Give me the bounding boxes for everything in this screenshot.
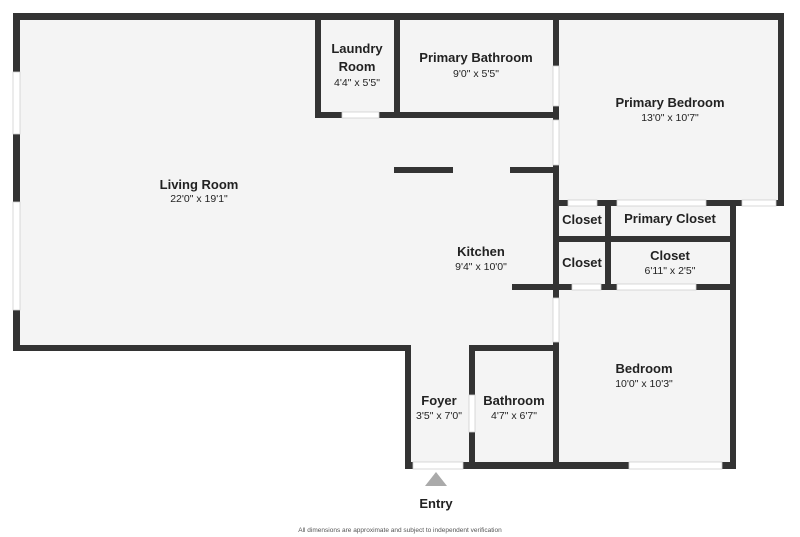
bathroom-label: Bathroom (483, 393, 544, 408)
living-room-label: Living Room (160, 177, 239, 192)
window (741, 199, 777, 207)
closet-label: Closet (650, 248, 690, 263)
laundry-room-dim: 4'4" x 5'5" (334, 77, 380, 89)
door (468, 394, 476, 433)
living-room-dim: 22'0" x 19'1" (170, 193, 228, 205)
opening (552, 119, 560, 166)
window (628, 461, 723, 470)
laundry-room-label: Laundry (331, 41, 383, 56)
door (552, 65, 560, 107)
door (616, 283, 697, 291)
entry-arrow-icon (425, 472, 447, 486)
bedroom-label: Bedroom (615, 361, 672, 376)
entry-door (412, 461, 464, 470)
primary-closet-label: Primary Closet (624, 211, 716, 226)
kitchen-label: Kitchen (457, 244, 505, 259)
primary-bedroom-label: Primary Bedroom (615, 95, 724, 110)
primary-bedroom-dim: 13'0" x 10'7" (641, 112, 699, 124)
door (552, 297, 560, 343)
door (567, 199, 598, 207)
disclaimer: All dimensions are approximate and subje… (298, 527, 502, 534)
primary-bathroom-label: Primary Bathroom (419, 50, 532, 65)
door (341, 111, 380, 119)
window (12, 71, 21, 135)
foyer-dim: 3'5" x 7'0" (416, 410, 462, 422)
primary-bathroom-dim: 9'0" x 5'5" (453, 68, 499, 80)
closet-label: Closet (562, 212, 602, 227)
door (571, 283, 602, 291)
entry-label: Entry (419, 496, 453, 511)
openings (12, 65, 777, 470)
closet-label: Closet (562, 255, 602, 270)
closet-dim: 6'11" x 2'5" (645, 265, 696, 277)
bedroom-dim: 10'0" x 10'3" (615, 378, 673, 390)
foyer-label: Foyer (421, 393, 456, 408)
bathroom-dim: 4'7" x 6'7" (491, 410, 537, 422)
window (12, 201, 21, 311)
laundry-room-label-2: Room (339, 59, 376, 74)
kitchen-dim: 9'4" x 10'0" (455, 261, 507, 273)
door (616, 199, 707, 207)
